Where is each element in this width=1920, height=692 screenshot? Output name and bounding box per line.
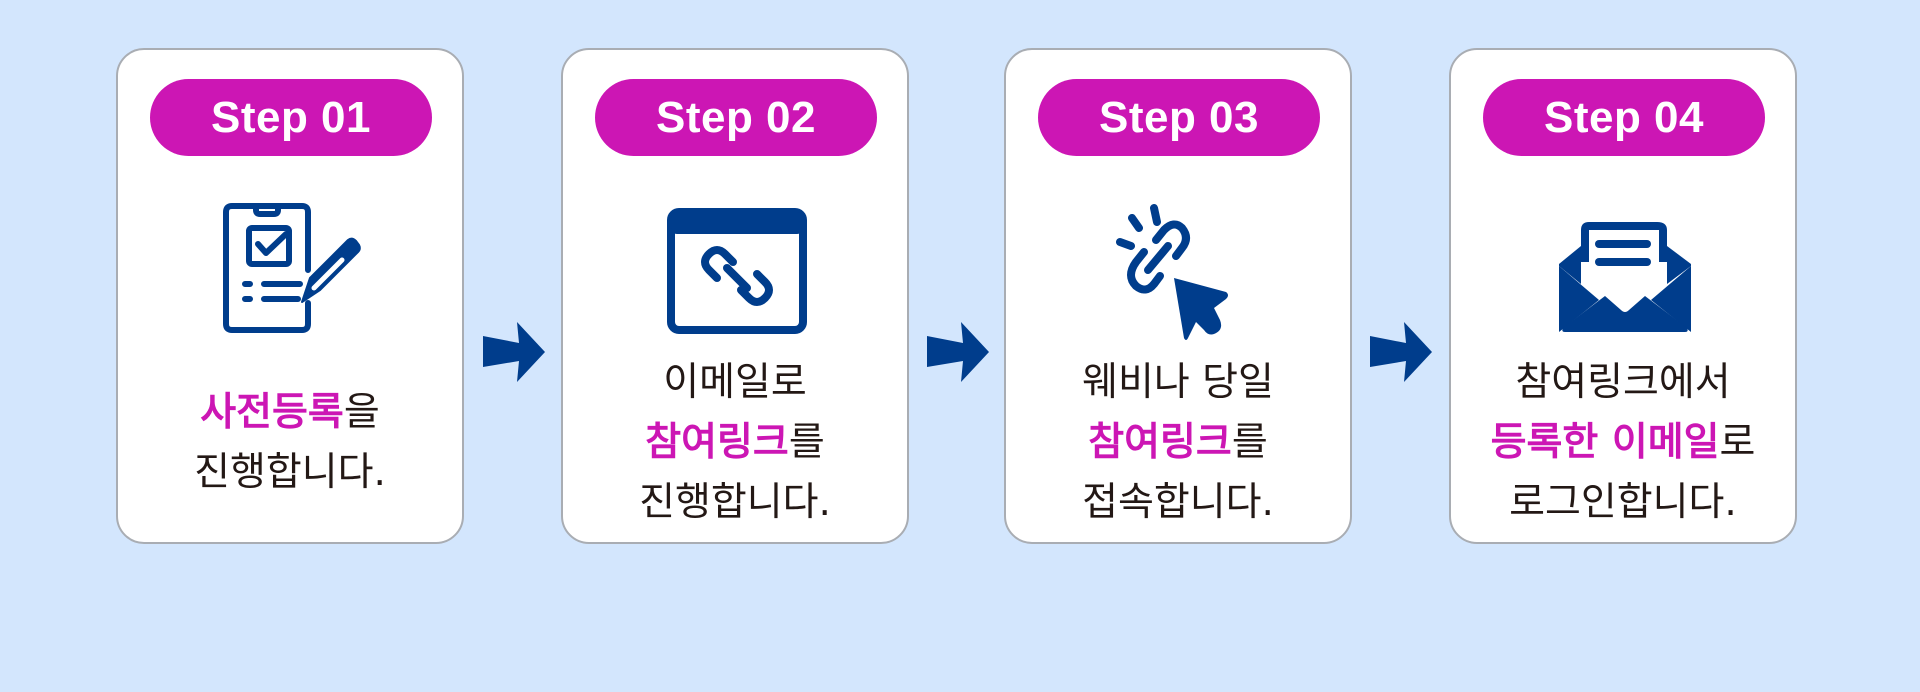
arrow-right-icon — [483, 322, 545, 382]
step-description: 사전등록을 진행합니다. — [118, 383, 462, 503]
browser-link-icon — [667, 208, 807, 334]
text: 를 — [788, 420, 825, 465]
text: 접속합니다. — [1082, 480, 1274, 525]
open-envelope-icon — [1559, 222, 1691, 332]
highlight-text: 등록한 이메일 — [1490, 420, 1720, 465]
text: 을 — [343, 390, 380, 435]
step-badge: Step 01 — [150, 79, 432, 156]
link-click-cursor-icon — [1116, 204, 1228, 340]
text: 로 — [1719, 420, 1756, 465]
step-card-3: Step 03 웨비나 당일 참여링크를 접속합니다. — [1004, 48, 1352, 544]
arrow-right-icon — [1370, 322, 1432, 382]
text: 이메일로 — [663, 360, 807, 405]
text: 진행합니다. — [194, 450, 386, 495]
highlight-text: 참여링크 — [1088, 420, 1232, 465]
clipboard-checklist-pencil-icon — [223, 203, 361, 333]
step-description: 웨비나 당일 참여링크를 접속합니다. — [1006, 353, 1350, 533]
highlight-text: 사전등록 — [200, 390, 344, 435]
step-badge: Step 02 — [595, 79, 877, 156]
step-card-2: Step 02 이메일로 참여링크를 진행합니다. — [561, 48, 909, 544]
step-description: 이메일로 참여링크를 진행합니다. — [563, 353, 907, 533]
text: 로그인합니다. — [1509, 480, 1737, 525]
step-card-4: Step 04 참여링크에서 등록한 이메일로 로그인합니다. — [1449, 48, 1797, 544]
step-description: 참여링크에서 등록한 이메일로 로그인합니다. — [1451, 353, 1795, 533]
text: 참여링크에서 — [1515, 360, 1731, 405]
text: 진행합니다. — [639, 480, 831, 525]
arrow-right-icon — [927, 322, 989, 382]
highlight-text: 참여링크 — [645, 420, 789, 465]
text: 웨비나 당일 — [1082, 360, 1274, 405]
step-badge: Step 03 — [1038, 79, 1320, 156]
step-badge: Step 04 — [1483, 79, 1765, 156]
step-card-1: Step 01 사전등록을 진행합니다. — [116, 48, 464, 544]
text: 를 — [1231, 420, 1268, 465]
